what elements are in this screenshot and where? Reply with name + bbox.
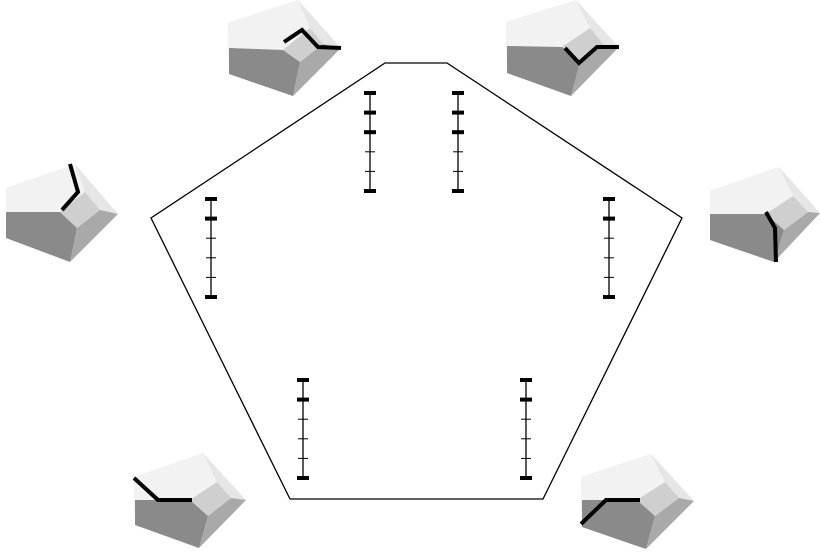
- scale-tick-major: [364, 91, 376, 95]
- scale-tick-major: [520, 397, 532, 402]
- scale-tick-major: [452, 110, 464, 115]
- cube-top-left: [228, 0, 342, 96]
- cube-left: [6, 163, 118, 262]
- scale-bottom-right: [520, 378, 532, 480]
- cube-edge-path: [563, 45, 619, 66]
- cube-front-face: [229, 48, 300, 96]
- cube-side-face: [646, 498, 694, 549]
- scale-tick-major: [603, 295, 615, 299]
- cube-side-face: [199, 498, 246, 548]
- cube-top-face: [710, 167, 793, 214]
- scale-tick-major: [364, 189, 376, 193]
- cube-top-face: [506, 0, 590, 47]
- cube-bottom-left: [132, 453, 246, 548]
- scale-tick-major: [364, 110, 376, 115]
- scale-tick-major: [297, 476, 309, 480]
- cube-edge-path: [60, 163, 81, 212]
- central-pentagon: [150, 62, 683, 500]
- cube-corner-facet: [637, 482, 679, 516]
- scale-tick-major: [297, 397, 309, 402]
- scale-tick-major: [520, 378, 532, 382]
- cube-edge-path: [132, 476, 192, 502]
- scale-top-right: [452, 91, 464, 193]
- cube-corner-facet: [766, 196, 808, 230]
- scale-tick-major: [452, 91, 464, 95]
- cube-front-face: [135, 500, 208, 548]
- scale-mid-right: [603, 197, 615, 299]
- cube-front-face: [507, 46, 580, 96]
- scale-tick-major: [520, 476, 532, 480]
- cube-edge-path: [579, 498, 640, 526]
- scale-mid-left: [205, 197, 217, 299]
- cube-edge-path: [282, 27, 342, 50]
- cube-front-face: [582, 500, 655, 549]
- scale-tick-major: [452, 130, 464, 135]
- cube-front-face: [6, 212, 77, 262]
- cube-top-face: [134, 453, 217, 500]
- cube-side-face: [774, 212, 820, 262]
- scale-tick-major: [297, 378, 309, 382]
- cube-right: [710, 167, 820, 263]
- scale-tick-major: [603, 216, 615, 221]
- cube-edge-path: [764, 211, 778, 263]
- cube-corner-facet: [283, 28, 323, 62]
- scale-top-left: [364, 91, 376, 193]
- cube-bottom-right: [579, 454, 694, 549]
- scale-tick-major: [452, 189, 464, 193]
- cube-front-face: [710, 214, 784, 262]
- cube-corner-facet: [190, 482, 231, 516]
- scale-tick-major: [205, 295, 217, 299]
- cube-side-face: [571, 45, 619, 96]
- scale-tick-major: [364, 130, 376, 135]
- cube-side-face: [293, 44, 341, 96]
- cube-side-face: [70, 210, 118, 262]
- scale-tick-major: [205, 197, 217, 201]
- cube-top-right: [506, 0, 619, 96]
- scales-group: [205, 91, 615, 480]
- cube-corner-facet: [60, 192, 100, 228]
- scale-tick-major: [205, 216, 217, 221]
- cube-top-face: [6, 164, 85, 212]
- scale-bottom-left: [297, 378, 309, 480]
- scale-tick-major: [603, 197, 615, 201]
- cubes-group: [6, 0, 820, 549]
- cube-top-face: [581, 454, 665, 500]
